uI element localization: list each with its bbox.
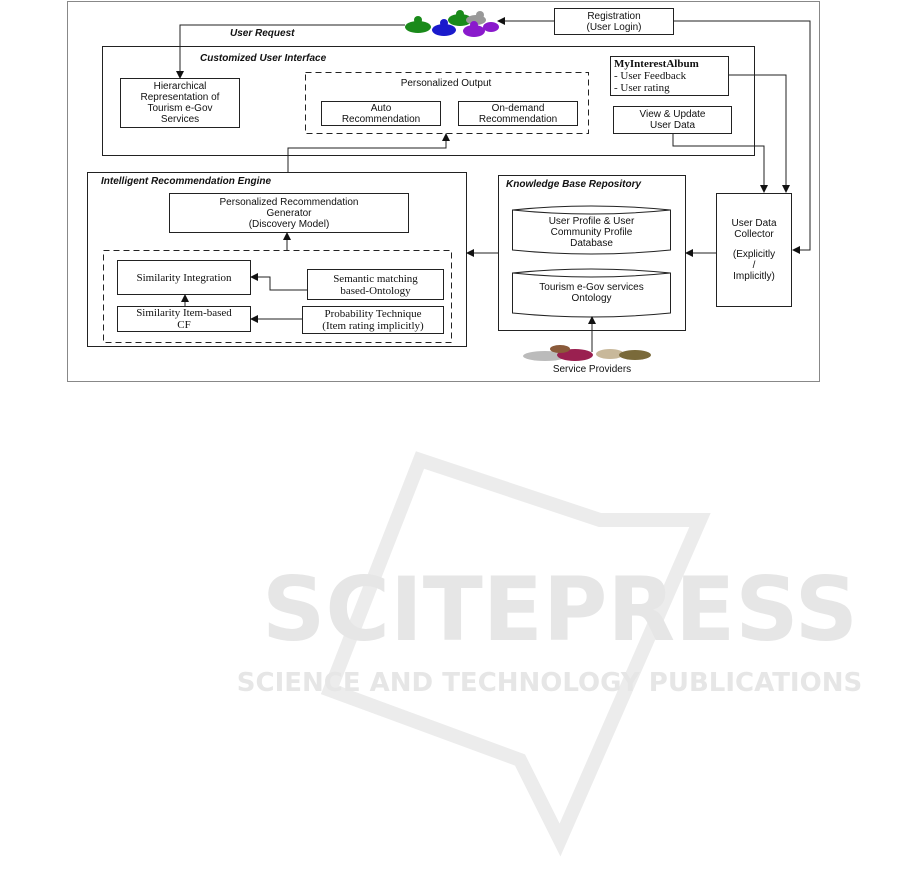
collector-line: (Explicitly [732, 249, 776, 260]
cf-box-outline [117, 306, 251, 332]
semantic-matching-box: Semantic matching based-Ontology [308, 270, 443, 299]
auto-box-outline [321, 101, 441, 126]
generator-box-outline [169, 193, 409, 233]
hierarchical-line: Tourism e-Gov [147, 103, 213, 114]
semantic-line: based-Ontology [340, 284, 411, 297]
watermark-logo-shape [320, 451, 711, 857]
my-interest-album-box: MyInterestAlbum - User Feedback - User r… [611, 57, 728, 95]
cf-line: Similarity Item-based [136, 307, 232, 319]
generator-line: Personalized Recommendation [219, 196, 359, 208]
cf-line: CF [177, 319, 191, 331]
collector-line: Implicitly) [733, 271, 775, 282]
album-item: - User Feedback [614, 70, 687, 82]
collector-line: Collector [734, 229, 774, 240]
on-demand-recommendation-box: On-demand Recommendation [459, 102, 577, 125]
semantic-line: Semantic matching [333, 272, 418, 285]
service-providers-label: Service Providers [552, 364, 632, 375]
generator-line: (Discovery Model) [248, 218, 330, 230]
knowledge-base-title: Knowledge Base Repository [506, 179, 642, 190]
generator-line: Generator [266, 207, 312, 219]
profile-db-line: User Profile & User [548, 215, 635, 227]
view-update-box-outline [613, 106, 732, 134]
probability-line: Probability Technique [324, 308, 422, 320]
auto-line: Auto [370, 102, 392, 114]
user-profile-database: User Profile & User Community Profile Da… [513, 214, 670, 250]
probability-technique-box: Probability Technique (Item rating impli… [303, 307, 443, 333]
probability-box-outline [302, 306, 444, 334]
profile-db-line: Community Profile [550, 226, 633, 238]
item-based-cf-box: Similarity Item-based CF [118, 307, 250, 331]
integration-box-outline [117, 260, 251, 295]
profile-db-line: Database [570, 237, 613, 249]
hierarchical-line: Services [160, 114, 200, 125]
view-update-line: View & Update [639, 109, 706, 120]
connector-engine-output [287, 133, 450, 172]
album-title: MyInterestAlbum [614, 58, 699, 70]
auto-recommendation-box: Auto Recommendation [322, 102, 440, 125]
methods-group [103, 250, 452, 343]
registration-box-outline [554, 8, 674, 35]
on-demand-line: On-demand [491, 102, 545, 114]
recommendation-generator-box: Personalized Recommendation Generator (D… [170, 194, 408, 232]
on-demand-line: Recommendation [478, 113, 558, 125]
probability-line: (Item rating implicitly) [322, 320, 424, 332]
semantic-box-outline [307, 269, 444, 300]
on-demand-box-outline [458, 101, 578, 126]
user-data-collector-box: User Data Collector (Explicitly / Implic… [717, 194, 791, 306]
service-providers-icon [523, 345, 651, 361]
personalized-output-label: Personalized Output [400, 78, 492, 89]
connector-album-collector [728, 74, 790, 193]
recommendation-engine-box [87, 172, 467, 347]
hierarchical-box: Hierarchical Representation of Tourism e… [121, 79, 239, 127]
hierarchical-line: Representation of [140, 92, 220, 103]
connector-user-request [176, 24, 405, 79]
figure-frame [67, 1, 820, 382]
connector-semantic-integration [250, 273, 307, 291]
ontology-line: Tourism e-Gov services [539, 282, 644, 293]
watermark-tagline: SCIENCE AND TECHNOLOGY PUBLICATIONS [236, 668, 863, 698]
collector-box-outline [716, 193, 792, 307]
watermark-brand: SCITEPRESS [261, 558, 859, 661]
album-item: - User rating [614, 82, 670, 94]
hierarchical-line: Hierarchical [153, 81, 207, 92]
hierarchical-box-outline [120, 78, 240, 128]
ontology-database-shape [512, 268, 671, 318]
users-icon [405, 10, 499, 37]
registration-line: Registration [587, 10, 641, 22]
user-request-label: User Request [230, 28, 295, 39]
album-box-outline [610, 56, 729, 96]
view-update-line: User Data [649, 120, 695, 131]
customized-ui-title: Customized User Interface [200, 53, 327, 64]
similarity-integration-box: Similarity Integration [118, 261, 250, 294]
ontology-database: Tourism e-Gov services Ontology [513, 280, 670, 306]
connector-registration-collector [673, 20, 811, 254]
ontology-line: Ontology [571, 293, 612, 304]
registration-line: (User Login) [586, 21, 642, 33]
connector-view-collector [672, 133, 768, 193]
user-profile-database-shape [512, 205, 671, 255]
customized-ui-box [102, 46, 755, 156]
integration-line: Similarity Integration [136, 271, 232, 284]
collector-line: User Data [731, 218, 777, 229]
view-update-box: View & Update User Data [614, 107, 731, 133]
collector-line: / [752, 260, 756, 271]
auto-line: Recommendation [341, 113, 421, 125]
engine-title: Intelligent Recommendation Engine [101, 176, 272, 187]
registration-box: Registration (User Login) [555, 9, 673, 34]
